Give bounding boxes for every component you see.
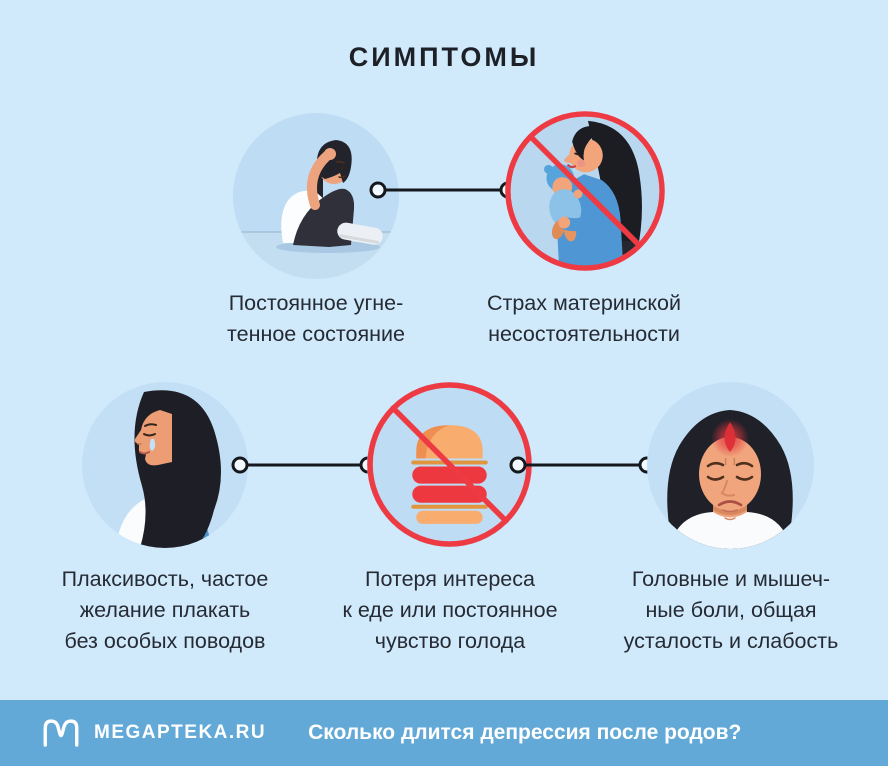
caption-line: к еде или постоянное (342, 598, 558, 622)
crying-woman-illustration (82, 382, 248, 548)
page-title: СИМПТОМЫ (348, 42, 540, 72)
sitting-depressed-woman-illustration (233, 113, 399, 279)
symptom-caption-depressed-state: Постоянное угне- тенное состояние (227, 288, 405, 350)
footer-bar: MEGAPTEKA.RU Сколько длится депрессия по… (0, 700, 888, 766)
woman-with-headache-icon (647, 382, 814, 549)
caption-line: Страх материнской (486, 291, 682, 315)
connector-line (509, 456, 656, 474)
burger-icon (367, 382, 532, 547)
caption-line: Потеря интереса (365, 567, 535, 591)
burger-prohibited-illustration (366, 381, 533, 548)
symptom-caption-tearfulness: Плаксивость, частое желание плакать без … (62, 564, 269, 657)
mother-holding-baby-icon (505, 111, 665, 271)
connector-line (369, 181, 517, 199)
crying-woman-icon (82, 382, 248, 548)
headache-woman-illustration (647, 382, 814, 549)
caption-line: без особых поводов (64, 629, 266, 653)
caption-line: Постоянное угне- (228, 291, 404, 315)
symptom-caption-headaches: Головные и мышеч- ные боли, общая устало… (624, 564, 839, 657)
symptom-caption-appetite: Потеря интереса к еде или постоянное чув… (342, 564, 557, 657)
caption-line: Головные и мышеч- (631, 567, 831, 591)
caption-line: тенное состояние (227, 322, 405, 346)
caption-line: Плаксивость, частое (61, 567, 269, 591)
symptom-caption-maternal-inadequacy: Страх материнской несостоятельности (487, 288, 681, 350)
caption-line: усталость и слабость (623, 629, 839, 653)
sitting-depressed-woman-icon (233, 113, 399, 279)
footer-question: Сколько длится депрессия после родов? (308, 721, 742, 744)
caption-line: чувство голода (374, 629, 526, 653)
mother-baby-prohibited-illustration (503, 109, 667, 273)
caption-line: желание плакать (79, 598, 251, 622)
brand-name: MEGAPTEKA.RU (94, 722, 267, 743)
caption-line: ные боли, общая (645, 598, 817, 622)
megapteka-logo-icon (43, 719, 79, 747)
caption-line: несостоятельности (488, 322, 680, 346)
connector-line (231, 456, 377, 474)
